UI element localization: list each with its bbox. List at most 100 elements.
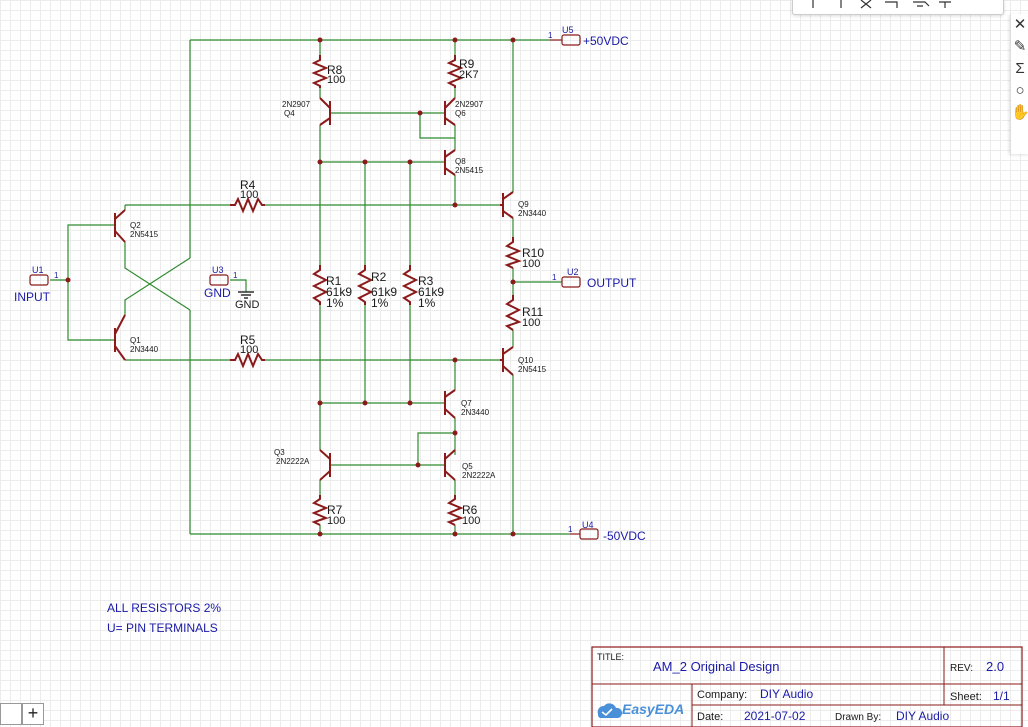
junction	[407, 400, 413, 406]
port-u4-net: -50VDC	[603, 529, 646, 543]
resistor-r7	[311, 495, 329, 526]
port-u3-pin: 1	[233, 271, 238, 280]
transistor-q10	[500, 346, 514, 376]
r5-ref: R5	[240, 333, 256, 347]
x-tool-icon	[860, 0, 872, 9]
resistor-r1	[311, 265, 329, 305]
wire-gnd	[230, 279, 247, 292]
q9-ref: Q9	[518, 200, 529, 209]
port-u3-ref: U3	[212, 265, 224, 275]
q1-part: 2N3440	[130, 345, 159, 354]
port-u4-pin: 1	[568, 525, 573, 534]
q3-ref: Q3	[274, 448, 285, 457]
junction	[362, 159, 368, 165]
r2-ref: R2	[371, 270, 387, 284]
rev-label: REV:	[950, 663, 973, 674]
date-label: Date:	[697, 711, 723, 723]
q9-part: 2N3440	[518, 209, 547, 218]
port-u2-pin: 1	[552, 273, 557, 282]
q3-part: 2N2222A	[276, 457, 310, 466]
r3-ref: R3	[418, 274, 434, 288]
junction	[510, 37, 516, 43]
junction	[317, 37, 323, 43]
r3-tol: 1%	[418, 296, 436, 310]
resistor-r5	[230, 351, 265, 369]
junction	[510, 279, 516, 285]
r7-ref: R7	[327, 503, 343, 517]
note-resistors: ALL RESISTORS 2%	[107, 601, 221, 615]
transistor-symbols	[114, 97, 514, 481]
port-u5-net: +50VDC	[583, 34, 629, 48]
r4-ref: R4	[240, 178, 256, 192]
close-tool-icon[interactable]: ✕	[1013, 16, 1027, 33]
transistor-q3	[319, 449, 331, 481]
q4-part: 2N2907	[282, 100, 311, 109]
q8-part: 2N5415	[455, 166, 484, 175]
resistor-r8	[311, 55, 329, 88]
port-u1-pin: 1	[54, 271, 59, 280]
rev-value: 2.0	[986, 659, 1004, 674]
zoom-out-button[interactable]	[0, 703, 22, 725]
junction	[65, 277, 71, 283]
wire-cross-1	[124, 257, 191, 315]
r1-ref: R1	[326, 274, 342, 288]
q8-ref: Q8	[455, 157, 466, 166]
junction	[317, 400, 323, 406]
port-u2-ref: U2	[567, 267, 579, 277]
junction	[452, 531, 458, 537]
resistor-r9	[446, 55, 464, 88]
r9-value: 2K7	[459, 69, 479, 81]
circle-tool-icon[interactable]: ○	[1015, 82, 1025, 99]
r6-ref: R6	[462, 503, 478, 517]
drawn-value: DIY Audio	[896, 709, 949, 723]
q5-ref: Q5	[462, 462, 473, 471]
zoom-in-button[interactable]: +	[22, 703, 44, 725]
zoom-panel: +	[0, 701, 44, 727]
r1-tol: 1%	[326, 296, 344, 310]
resistor-r11	[504, 295, 522, 331]
company-label: Company:	[697, 689, 747, 701]
r8-ref: R8	[327, 63, 343, 77]
ground-symbol	[238, 291, 254, 299]
r2-value: 61k9	[371, 285, 397, 299]
r4-value: 100	[240, 189, 258, 201]
q4-ref: Q4	[284, 109, 295, 118]
drawn-label: Drawn By:	[835, 712, 881, 723]
q7-part: 2N3440	[461, 408, 490, 417]
title-block: TITLE: AM_2 Original Design REV: 2.0 Com…	[591, 646, 1023, 727]
company-value: DIY Audio	[760, 687, 813, 701]
sigma-tool-icon[interactable]: Σ	[1015, 60, 1025, 77]
r5-value: 100	[240, 344, 258, 356]
side-toolbar[interactable]: ✕ ✎ Σ ○ ✋	[1010, 14, 1028, 154]
resistor-symbols	[230, 55, 522, 526]
port-u1-net: INPUT	[14, 290, 51, 304]
q10-ref: Q10	[518, 356, 534, 365]
transistor-q1	[114, 314, 126, 361]
junction	[407, 159, 413, 165]
transistor-q7	[444, 389, 456, 419]
transistor-q9	[500, 191, 514, 219]
wire-q6-diode	[419, 113, 455, 139]
date-value: 2021-07-02	[744, 709, 806, 723]
hand-tool-icon[interactable]: ✋	[1011, 104, 1028, 121]
r11-value: 100	[522, 317, 540, 329]
r6-value: 100	[462, 515, 480, 527]
transistor-q4	[319, 97, 331, 126]
r3-value: 61k9	[418, 285, 444, 299]
port-u3-net: GND	[204, 286, 231, 300]
port-u1-ref: U1	[32, 265, 44, 275]
netlabel-tool-icon	[913, 1, 930, 7]
top-toolbar[interactable]	[792, 0, 1004, 15]
pen-tool-icon[interactable]: ✎	[1013, 38, 1027, 55]
q2-part: 2N5415	[130, 230, 159, 239]
r10-value: 100	[522, 258, 540, 270]
transistor-q6	[444, 97, 456, 126]
q5-part: 2N2222A	[462, 471, 496, 480]
wire-cross-2	[124, 242, 191, 311]
transistor-q5	[444, 449, 456, 481]
junction	[417, 110, 423, 116]
junction	[452, 430, 458, 436]
port-u5-ref: U5	[562, 25, 574, 35]
r8-value: 100	[327, 74, 345, 86]
